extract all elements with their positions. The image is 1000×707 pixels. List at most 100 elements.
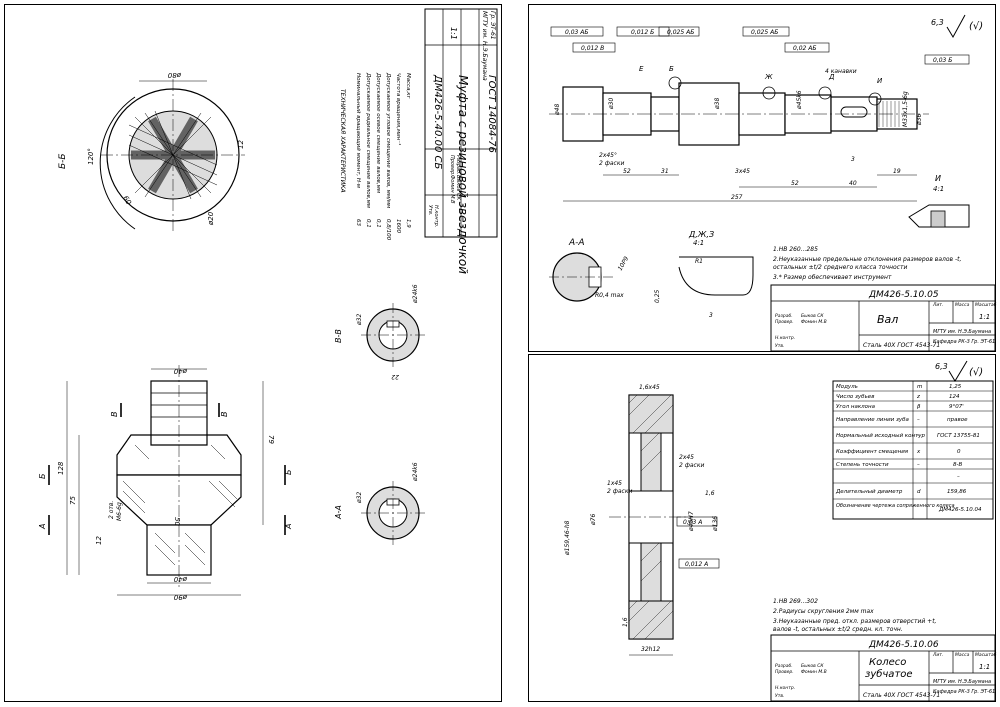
mark-v-right: В: [220, 412, 229, 418]
shaft-name-0: Быков СК: [801, 313, 824, 319]
shaft-dim-10: 10P9: [617, 255, 631, 272]
section-vv-label: В-В: [334, 329, 343, 343]
shaft-scale: 1:1: [979, 313, 990, 321]
shaft-l52: 52: [623, 168, 631, 175]
gear-title: ДМ426-5.10.06: [868, 640, 939, 650]
param-0-sym: m: [917, 384, 922, 390]
shaft-role-1: Провер.: [775, 319, 794, 325]
assembly-name-0: Быков СК: [455, 175, 461, 200]
tech-row-4-label: Частота вращения,мин⁻¹: [395, 73, 402, 145]
shaft-roughness: 6,3: [931, 18, 944, 27]
shaft-col-2: Масштаб: [975, 302, 997, 308]
section-bb-label: Б-Б: [58, 153, 68, 169]
detail-dzh-scale: 4:1: [693, 239, 704, 247]
shaft-l40: 40: [849, 180, 857, 187]
gear-material: Сталь 40Х ГОСТ 4543-71: [863, 692, 940, 699]
dim-79-label: 79: [267, 435, 275, 444]
shaft-note-0: 1.HB 260...285: [773, 246, 818, 253]
gear-c1: 1х45: [607, 480, 622, 487]
shaft-tolerance-frames: 0,03 АБ 0,012 Б 0,025 АБ 0,025 АБ 0,012 …: [550, 26, 970, 65]
shaft-d30: ø30: [608, 98, 615, 110]
param-0-val: 1,25: [949, 384, 962, 390]
gear-c2: 2х45: [679, 454, 694, 461]
shaft-drawing: 6,3 (√) 0,03 АБ 0,012 Б 0,025 АБ 0,025 А…: [549, 14, 997, 352]
param-4-val: ГОСТ 13755-81: [937, 433, 980, 439]
gear-name-1: Колесо: [869, 657, 906, 668]
shaft-chamfer: 2х45°: [599, 152, 617, 159]
section-aa-label: А-А: [334, 505, 343, 520]
shaft-d45: ø45k6: [796, 90, 803, 110]
gear-name-1-person: Фомин М.В: [801, 669, 827, 675]
shaft-role-3: Н.контр.: [775, 335, 795, 341]
dim-vv-h7: ø24k6: [412, 284, 419, 304]
gear-roughness: 6,3: [935, 362, 948, 371]
shaft-name-1: Фомин М.В: [801, 319, 827, 325]
tech-row-3-label: Допускаемое угловое смещение валов, мм/м…: [385, 72, 391, 208]
detail-r1: R1: [695, 258, 703, 265]
dim-m6-label: М6-6g: [116, 502, 123, 521]
detail-i-scale: 4:1: [933, 185, 944, 193]
shaft-name: Вал: [877, 313, 898, 326]
sheet-shaft: 6,3 (√) 0,03 АБ 0,012 Б 0,025 АБ 0,025 А…: [528, 4, 997, 352]
gear-role-3: Н.контр.: [775, 685, 795, 691]
tech-row-0-label: Номинальный вращающий момент, Н·м: [355, 73, 361, 188]
gear-name-2: зубчатое: [865, 668, 913, 680]
mark-b-right: Б: [284, 469, 293, 475]
gear-tol-1: 0,012 А: [685, 561, 708, 568]
shaft-d48: ø48: [554, 104, 561, 116]
shaft-role-4: Утв.: [775, 343, 784, 349]
shaft-role-0: Разраб.: [775, 313, 793, 319]
roughness-bracket-icon: (√): [969, 21, 983, 32]
gear-notes: 1.HB 269...302 2.Радиусы скругления 2мм …: [773, 598, 937, 633]
gear-roughness-bracket-icon: (√): [969, 367, 983, 378]
shaft-group: Кафедра РК-3 Гр. ЭТ-61: [933, 339, 995, 345]
angle-120-label: 120°: [87, 148, 95, 165]
param-4-label: Нормальный исходный контур: [836, 433, 926, 439]
gear-drawing: 6,3 (√) ø159,46-h8 ø76 ø45H7 ø136 1,6х45…: [564, 360, 997, 702]
dim-128-label: 128: [57, 461, 65, 475]
gear-title-block: ДМ426-5.10.06 Колесо зубчатое Сталь 40Х …: [770, 634, 997, 702]
assembly-drawing: 1:1 МГТУ им. Н.Э.Баумана Гр. ЭТ-61 Разра…: [38, 8, 498, 601]
angle-60-label: 60: [121, 195, 133, 207]
shaft-notes: 1.HB 260...285 2.Неуказанные предельные …: [773, 246, 961, 281]
gear-w1: 1,6: [622, 617, 629, 627]
detail-letter-e: Е: [639, 65, 644, 73]
dim-80-label: ø80: [167, 71, 182, 79]
param-1-sym: z: [916, 394, 920, 400]
param-5-label: Коэффициент смещения: [836, 449, 909, 455]
gear-d159: ø159,46-h8: [564, 520, 571, 556]
detail-letter-zh: Ж: [764, 73, 773, 81]
dim-40-top: ø40: [173, 367, 188, 375]
tech-row-5-label: Масса,кг: [405, 73, 411, 99]
tol-5: 0,02 АБ: [793, 45, 817, 52]
shaft-r016: R0,4 max: [595, 292, 624, 299]
gear-group: Кафедра РК-3 Гр. ЭТ-61: [933, 689, 995, 695]
gear-col-2: Масштаб: [975, 652, 997, 658]
param-3-label: Направление линии зуба: [836, 417, 910, 423]
tol-0: 0,03 АБ: [565, 29, 589, 36]
gear-role-1: Провер.: [775, 669, 794, 675]
shaft-l3: 3: [851, 156, 855, 163]
param-9-val: ДМ426-5.10.04: [938, 507, 982, 513]
param-8-sym: d: [917, 489, 921, 495]
tech-row-1-label: Допускаемое радиальное смещение валов,мм: [365, 72, 371, 208]
tech-characteristics: ТЕХНИЧЕСКАЯ ХАРАКТЕРИСТИКА Номинальный в…: [339, 72, 411, 241]
tech-row-1-value: 0,1: [365, 219, 371, 228]
keyway-label: 4 канавки: [825, 68, 857, 75]
assembly-school: МГТУ им. Н.Э.Баумана: [481, 11, 488, 81]
detail-dzh-view: Д,Ж,З 4:1 R1 0,25 3: [654, 230, 754, 319]
shaft-d36: ø36: [916, 114, 923, 126]
param-0-label: Модуль: [836, 384, 858, 390]
detail-i-label: И: [935, 174, 941, 183]
param-3-sym: –: [917, 417, 920, 423]
detail-r025: 0,25: [654, 289, 661, 303]
param-3-val: правое: [947, 417, 968, 423]
detail-letter-b: Б: [669, 65, 674, 73]
param-5-val: 0: [957, 449, 961, 455]
assembly-designation: ДМ426-5.40.00 СБ: [432, 74, 443, 169]
detail-dzh-label: Д,Ж,З: [688, 230, 714, 239]
gear-d45: ø45H7: [688, 511, 695, 532]
detail-letter-d: Д: [828, 73, 835, 81]
param-6-sym: –: [917, 462, 920, 468]
sheet-assembly: 1:1 МГТУ им. Н.Э.Баумана Гр. ЭТ-61 Разра…: [4, 4, 502, 702]
